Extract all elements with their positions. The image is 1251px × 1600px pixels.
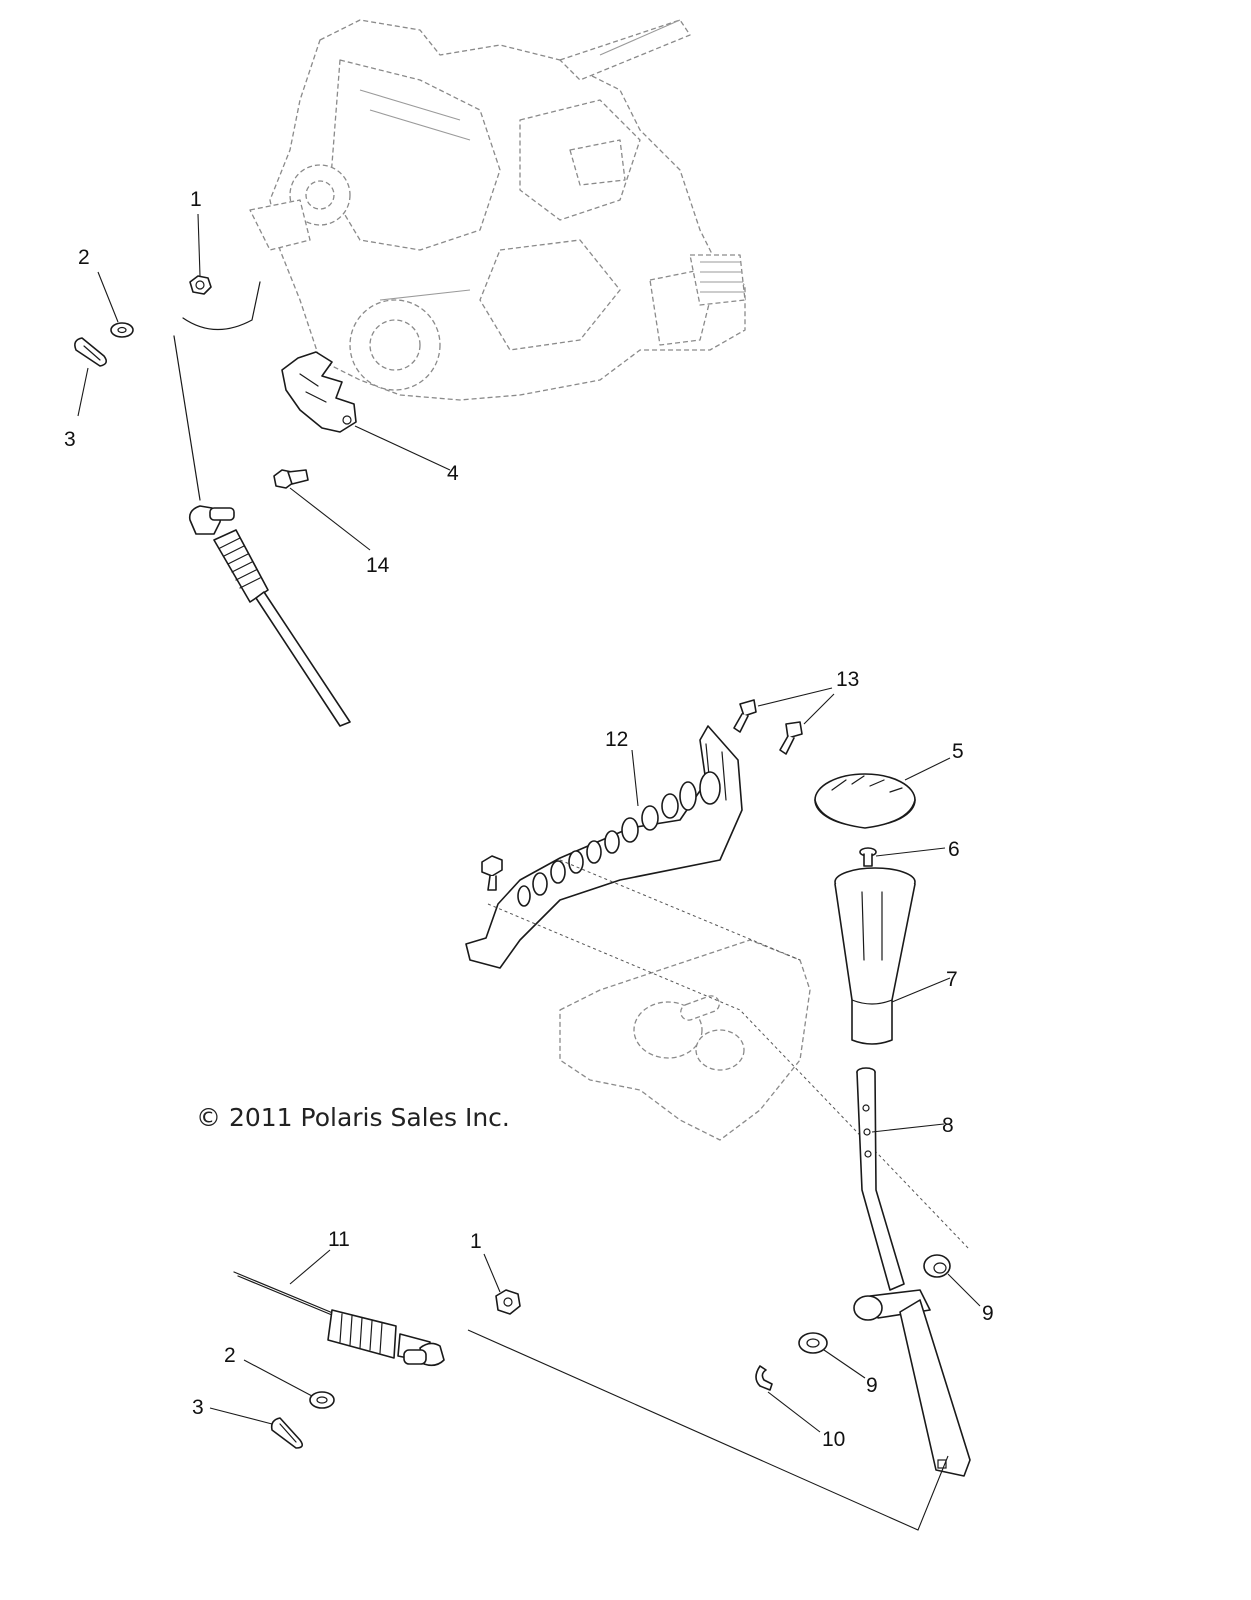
copyright-text: © 2011 Polaris Sales Inc. [196, 1103, 510, 1132]
callout-9-upper: 9 [982, 1302, 994, 1325]
bolt-13-right [779, 721, 803, 755]
callout-11: 11 [328, 1228, 350, 1251]
callout-9-lower: 9 [866, 1374, 878, 1397]
bushing-lower [798, 1332, 828, 1354]
hair-pin-clip-top [74, 337, 108, 367]
callout-12: 12 [605, 728, 628, 751]
shift-knob-body [834, 867, 916, 1045]
hex-nut-top [189, 275, 212, 295]
callout-10: 10 [822, 1428, 845, 1451]
callout-3-top: 3 [64, 428, 76, 451]
hex-nut-bottom [495, 1289, 521, 1315]
callout-14: 14 [366, 554, 390, 577]
bolt-13-left [733, 699, 757, 733]
shifter-mount-bracket [465, 725, 743, 969]
callout-2-top: 2 [78, 246, 90, 269]
callout-1-top: 1 [190, 188, 202, 211]
e-clip [755, 1365, 773, 1391]
washer-bottom [309, 1391, 335, 1409]
callout-1-bottom: 1 [470, 1230, 482, 1253]
shift-cable-lower [233, 1271, 445, 1367]
bracket-bolt [481, 855, 503, 891]
shift-cable-upper [173, 335, 351, 727]
console-panel [559, 939, 811, 1141]
bushing-upper [923, 1254, 951, 1278]
cable-bracket [281, 351, 357, 433]
callout-4: 4 [447, 462, 459, 485]
callout-3-bottom: 3 [192, 1396, 204, 1419]
callout-7: 7 [946, 968, 958, 991]
callout-5: 5 [952, 740, 964, 763]
callout-13: 13 [836, 668, 859, 691]
knob-screw [859, 847, 877, 867]
hair-pin-clip-bottom [270, 1417, 304, 1449]
shift-knob-cap [814, 773, 916, 829]
washer-top [110, 322, 134, 338]
callout-8: 8 [942, 1114, 954, 1137]
callout-2-bottom: 2 [224, 1344, 236, 1367]
transmission-housing [249, 19, 746, 401]
shift-lever [853, 1067, 971, 1477]
callout-6: 6 [948, 838, 960, 861]
flange-bolt [273, 469, 309, 489]
